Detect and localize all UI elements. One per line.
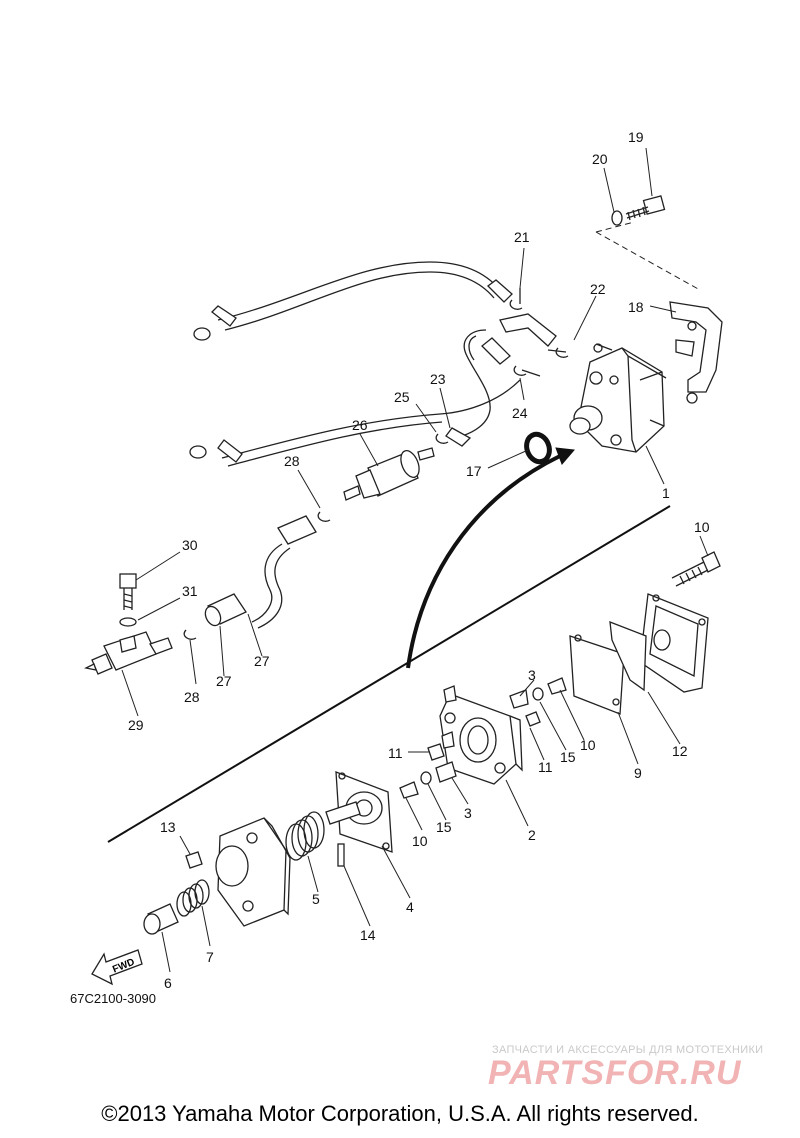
part-3-valve-upper [509,689,529,709]
callout-10-upper: 10 [580,737,596,753]
part-17-bracket [669,301,723,404]
callout-12: 12 [672,743,688,759]
document-code: 67C2100-3090 [70,991,156,1006]
part-9-gasket [569,634,625,715]
part-29-fitting [84,631,173,675]
callout-17: 18 [628,299,644,315]
callout-25: 26 [352,417,368,433]
part-30-bolt [119,573,137,610]
upper-fuel-hoses [189,261,567,467]
part-3-valve-lower [435,761,457,783]
callout-15-upper: 15 [560,749,576,765]
part-16-o-ring [524,431,552,465]
callouts: 19 20 21 22 18 23 25 24 26 17 1 28 30 31… [128,129,710,991]
part-31-washer [119,617,137,627]
fwd-arrow-icon: FWD [91,949,143,986]
separator-line [107,505,671,843]
callout-28-lower: 28 [184,689,200,705]
callout-31: 31 [182,583,198,599]
part-18-bolt [625,195,666,221]
part-20-clip [509,299,523,310]
pump-base-housing [215,817,291,927]
callout-22: 23 [430,371,446,387]
part-23-clip [513,365,527,376]
part-12-cover [639,593,709,693]
part-19-washer [611,210,623,226]
callout-6: 6 [164,975,172,991]
part-8-bolt [671,551,721,587]
part-2-housing [439,685,523,785]
callout-2: 2 [528,827,536,843]
callout-11-upper: 11 [538,759,553,775]
part-1-fuel-pump [569,343,667,453]
part-24-clip [435,433,449,444]
callout-16: 17 [466,463,482,479]
callout-4: 4 [406,899,414,915]
callout-3-lower: 3 [464,805,472,821]
part-26-hose [204,593,247,627]
part-11-nut-lower [427,743,445,761]
callout-20: 21 [514,229,530,245]
callout-7: 7 [206,949,214,965]
part-21-clip [555,347,569,358]
callout-21: 22 [590,281,606,297]
callout-27: 27 [254,653,270,669]
callout-23: 24 [512,405,528,421]
part-28-clip-lower [183,629,197,640]
callout-19: 20 [592,151,608,167]
callout-28-upper: 28 [284,453,300,469]
part-4-diaphragm [325,771,393,853]
callout-9: 9 [634,765,642,781]
callout-10-lower: 10 [412,833,428,849]
part-10-screw-upper [547,677,567,695]
callout-11-lower: 11 [388,745,403,761]
callout-26: 27 [216,673,232,689]
watermark-tagline: ЗАПЧАСТИ И АКСЕССУАРЫ ДЛЯ МОТОТЕХНИКИ [492,1044,764,1056]
part-12-reed [609,621,647,692]
callout-14: 14 [360,927,376,943]
callout-24: 25 [394,389,410,405]
copyright-notice: ©2013 Yamaha Motor Corporation, U.S.A. A… [101,1101,699,1126]
callout-18: 19 [628,129,644,145]
part-28-clip-upper [317,511,331,522]
part-15-washer-upper [532,687,544,701]
callout-29: 29 [128,717,144,733]
part-15-washer-lower [420,771,432,785]
part-14-pin [337,843,345,867]
part-10-screw-lower [399,781,419,799]
part-6-plunger [143,903,179,935]
callout-8: 10 [694,519,710,535]
part-27-hose [251,515,317,629]
callout-1: 1 [662,485,670,501]
callout-5: 5 [312,891,320,907]
callout-15-lower: 15 [436,819,452,835]
callout-30: 30 [182,537,198,553]
part-25-fuel-filter [343,447,435,501]
assembly-arrow [406,454,561,669]
part-11-nut-upper [525,711,541,727]
watermark-logo: PARTSFOR.RU [488,1054,742,1092]
part-13-nut [185,851,203,869]
callout-3-upper: 3 [528,667,536,683]
part-7-spring [176,879,210,917]
leader-lines [121,147,709,973]
part-5-spring [285,811,325,861]
callout-13: 13 [160,819,176,835]
